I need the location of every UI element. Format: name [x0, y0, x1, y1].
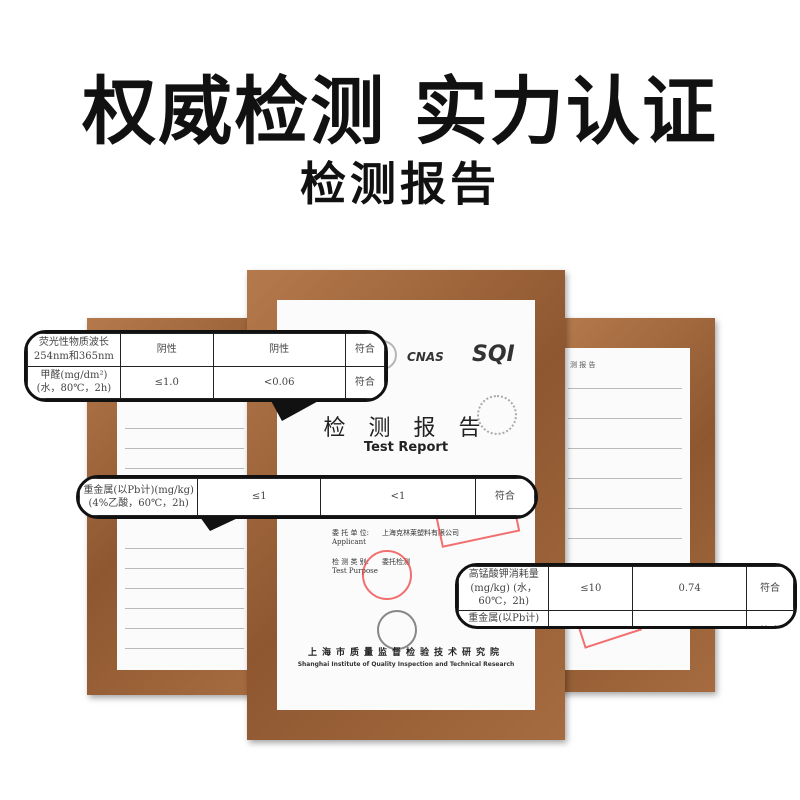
applicant-label-en: Applicant [332, 538, 366, 546]
right-report-title: 测 报 告 [570, 361, 596, 369]
applicant-value: 上海克林莱塑料有限公司 [382, 529, 459, 537]
round-red-stamp [362, 550, 412, 600]
table-cell: 符合 [746, 609, 794, 626]
table-cell: 重金属(以Pb计)(mg/kg) (4%乙酸，60℃，2h) [79, 478, 199, 516]
report-title-en: Test Report [363, 440, 449, 455]
report-title-cn: 检 测 报 告 [323, 416, 489, 441]
table-cell: <1 [320, 478, 476, 516]
purpose-label: 检 测 类 别: [332, 558, 370, 566]
institute-name-cn: 上海市质量监督检验技术研究院 [307, 648, 504, 658]
table-cell: 高锰酸钾消耗量(mg/kg) (水，60℃，2h) [458, 566, 550, 611]
institute-seal [377, 610, 417, 650]
table-cell: 阴性 [119, 333, 214, 367]
table-cell: 符合 [474, 478, 535, 516]
table-cell: <0.06 [212, 365, 346, 399]
table-cell: ≤1 [548, 609, 634, 626]
table-cell: 0.74 [632, 566, 748, 611]
table-cell: 重金属(以Pb计)(mg/kg) (4%乙酸，60℃，2h) [458, 609, 550, 626]
applicant-label: 委 托 单 位: [332, 529, 370, 537]
cnas-logo: CNAS [407, 350, 444, 364]
table-cell: ≤1 [197, 478, 322, 516]
headline: 权威检测 实力认证 [82, 69, 718, 155]
table-cell: 符合 [344, 333, 385, 367]
institute-name-en: Shanghai Institute of Quality Inspection… [297, 661, 515, 668]
table-cell: <1 [632, 609, 748, 626]
subheadline: 检测报告 [300, 157, 500, 211]
table-cell: 阴性 [212, 333, 346, 367]
table-cell: ≤10 [548, 566, 634, 611]
purpose-label-en: Test Purpose [332, 567, 378, 575]
table-cell: 荧光性物质波长 254nm和365nm [27, 333, 121, 367]
table-cell: ≤1.0 [119, 365, 214, 399]
table-cell: 甲醛(mg/dm²) (水，80℃，2h) [27, 365, 121, 399]
right-frame: 测 报 告 [560, 318, 715, 692]
table-cell: 符合 [344, 365, 385, 399]
table-cell: 符合 [746, 566, 794, 611]
sqi-logo: SQI [472, 342, 515, 367]
